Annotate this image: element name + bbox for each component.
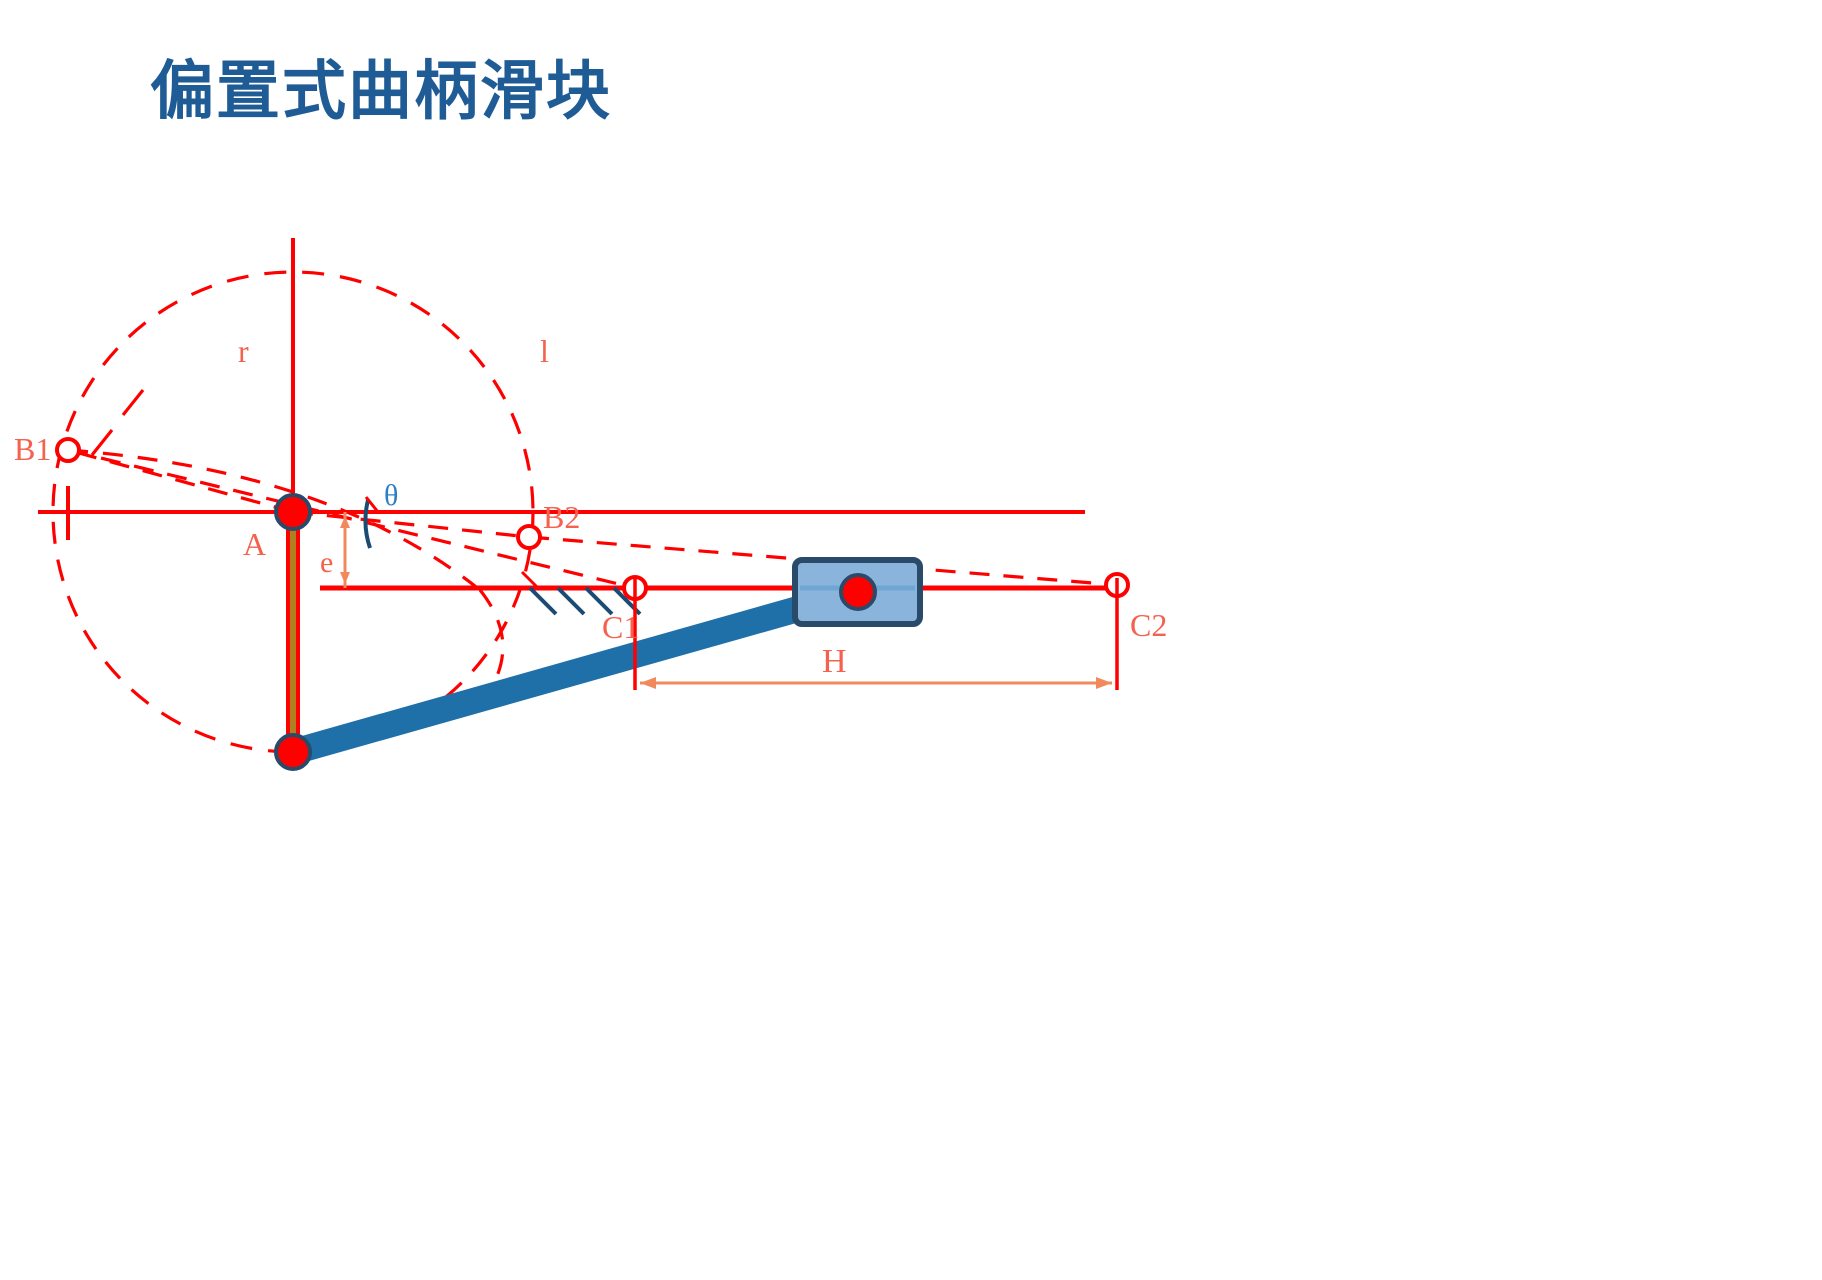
connecting-rod-body[interactable] [280, 579, 871, 765]
eccentricity-dimension: e [320, 512, 350, 588]
rod-dashed-b1-c1 [67, 448, 636, 590]
pivot-a-joint[interactable] [274, 493, 312, 531]
crank-dashed-a-b1 [67, 448, 294, 514]
ground-hatch-icon [520, 570, 642, 616]
joints [55, 437, 1130, 771]
stroke-dimension: H [633, 578, 1119, 690]
label-point-b2: B2 [543, 499, 580, 535]
connecting-rod[interactable] [280, 579, 871, 765]
stroke-label: H [822, 643, 847, 680]
eccentricity-label: e [320, 546, 333, 579]
eccentricity-arrow-top [340, 516, 350, 528]
label-crank-radius: r [238, 333, 249, 369]
crank-pin-joint[interactable] [274, 733, 312, 771]
slider-pin-joint[interactable] [839, 573, 877, 611]
pin-joint-b1 [55, 437, 81, 463]
crank-dashed-a-b2 [292, 510, 530, 539]
arc-tick-1 [90, 429, 114, 456]
label-point-c2: C2 [1130, 607, 1167, 643]
page-title: 偏置式曲柄滑块 [150, 56, 612, 127]
label-rod-length: l [540, 333, 549, 369]
theta-tick [364, 496, 380, 513]
ground-hatch-top-tick [520, 570, 540, 590]
label-point-c1: C1 [602, 609, 639, 645]
label-point-a: A [243, 526, 266, 562]
crank-angle-label: θ [384, 479, 398, 512]
theta-arc [363, 499, 372, 549]
point-labels: A B1 B2 C1 C2 r l [14, 333, 1167, 645]
stroke-arrow-left [640, 677, 656, 689]
eccentricity-arrow-bottom [340, 572, 350, 584]
crank-angle-marker: θ [363, 479, 398, 549]
arc-tick-2 [121, 389, 145, 416]
pin-joint-b2 [516, 524, 542, 550]
rod-arc-b1-lower [478, 589, 505, 691]
stroke-arrow-right [1096, 677, 1112, 689]
rod-dashed-b2-c2 [528, 535, 1118, 587]
rod-arc-b1 [67, 448, 481, 592]
label-point-b1: B1 [14, 431, 51, 467]
